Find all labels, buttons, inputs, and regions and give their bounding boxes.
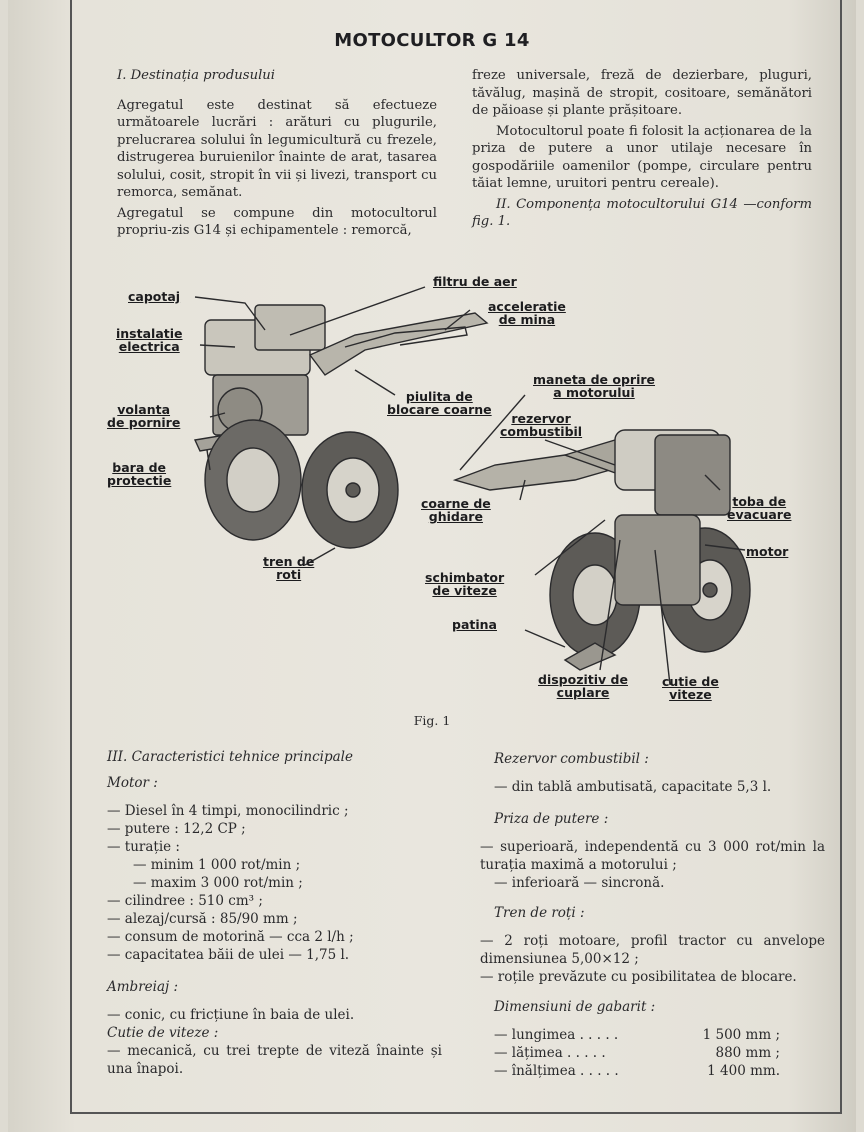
spec-line: — mecanică, cu trei trepte de viteză îna…	[107, 1043, 442, 1077]
spec-line: — alezaj/cursă : 85/90 mm ;	[107, 911, 298, 927]
paragraph: freze universale, freză de dezierbare, p…	[472, 68, 812, 118]
dimensiuni-heading: Dimensiuni de gabarit :	[494, 999, 656, 1015]
motocultor-illustration	[193, 286, 751, 686]
paragraph: Agregatul este destinat să efectueze urm…	[117, 97, 437, 201]
dim-row: — lățimea . . . . . 880 mm ;	[480, 1044, 780, 1062]
section-heading-2: II. Componența motocultorului G14 —confo…	[472, 196, 812, 230]
spec-line: — din tablă ambutisată, capacitate 5,3 l…	[494, 779, 772, 795]
spec-line: — capacitatea băii de ulei — 1,75 l.	[107, 947, 350, 963]
motor-heading: Motor :	[107, 775, 158, 791]
spec-line: — superioară, independentă cu 3 000 rot/…	[480, 839, 825, 873]
label-motor: motor	[746, 544, 789, 559]
spec-line: — cilindree : 510 cm³ ;	[107, 893, 263, 909]
page-frame	[70, 0, 842, 1114]
dim-label: — înălțimea . . . . .	[494, 1063, 619, 1079]
rezervor-heading: Rezervor combustibil :	[494, 751, 649, 767]
spec-line: — roțile prevăzute cu posibilitatea de b…	[480, 969, 797, 985]
specs-left-column: III. Caracteristici tehnice principale M…	[107, 748, 442, 1078]
dim-value: 880 mm ;	[715, 1045, 780, 1061]
spec-line: — conic, cu fricțiune în baia de ulei.	[107, 1007, 355, 1023]
section-heading-3: III. Caracteristici tehnice principale	[107, 749, 353, 765]
section-heading-1: I. Destinația produsului	[117, 68, 275, 83]
dim-label: — lățimea . . . . .	[494, 1045, 606, 1061]
paragraph: Motocultorul poate fi folosit la acționa…	[472, 123, 812, 192]
spec-line: — maxim 3 000 rot/min ;	[133, 875, 303, 891]
specs-right-column: Rezervor combustibil : — din tablă ambut…	[480, 750, 825, 1080]
spec-line: — 2 roți motoare, profil tractor cu anve…	[480, 933, 825, 967]
dim-row: — lungimea . . . . . 1 500 mm ;	[480, 1026, 780, 1044]
dim-label: — lungimea . . . . .	[494, 1027, 619, 1043]
label-filtru-de-aer: filtru de aer	[433, 274, 517, 289]
dim-value: 1 400 mm.	[707, 1063, 780, 1079]
label-capotaj: capotaj	[128, 289, 181, 304]
page-title: MOTOCULTOR G 14	[334, 30, 530, 51]
cutie-heading: Cutie de viteze :	[107, 1025, 219, 1041]
spec-line: — consum de motorină — cca 2 l/h ;	[107, 929, 354, 945]
ambreiaj-heading: Ambreiaj :	[107, 979, 179, 995]
tren-heading: Tren de roți :	[494, 905, 585, 921]
spec-line: — inferioară — sincronă.	[494, 875, 665, 891]
priza-heading: Priza de putere :	[494, 811, 609, 827]
label-patina: patina	[452, 617, 497, 632]
spec-line: — turație :	[107, 839, 180, 855]
dim-value: 1 500 mm ;	[702, 1027, 780, 1043]
spec-line: — minim 1 000 rot/min ;	[133, 857, 301, 873]
paragraph: Agregatul se compune din motocultorul pr…	[117, 205, 437, 239]
figure-caption: Fig. 1	[413, 713, 451, 728]
spec-line: — Diesel în 4 timpi, monocilindric ;	[107, 803, 349, 819]
right-text-column: freze universale, freză de dezierbare, p…	[472, 67, 812, 234]
spec-line: — putere : 12,2 CP ;	[107, 821, 246, 837]
dim-row: — înălțimea . . . . . 1 400 mm.	[480, 1062, 780, 1080]
left-text-column: I. Destinația produsului Agregatul este …	[117, 67, 437, 243]
